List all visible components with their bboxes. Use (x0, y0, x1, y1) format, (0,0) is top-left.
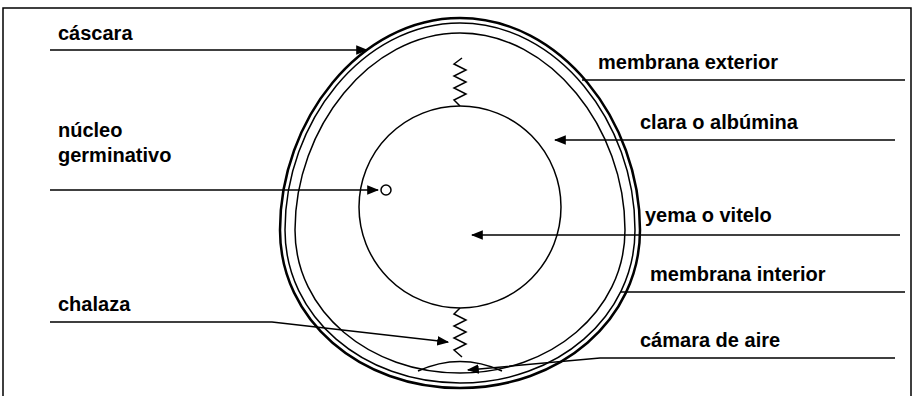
air-cell (418, 362, 502, 372)
part-label: núcleo germinativo (58, 118, 193, 168)
part-label: membrana exterior (598, 50, 778, 75)
part-label: clara o albúmina (640, 110, 798, 135)
leader-line (582, 79, 905, 81)
leader-line (468, 358, 895, 370)
part-label: yema o vitelo (645, 203, 772, 228)
leader-line (620, 291, 905, 293)
chalaza-top (454, 58, 466, 106)
leader-line (50, 49, 367, 51)
part-label: chalaza (58, 292, 130, 317)
inner-membrane (295, 33, 625, 373)
leader-line (50, 189, 378, 191)
frame (3, 8, 911, 396)
part-label: cámara de aire (640, 328, 780, 353)
leader-line (50, 322, 448, 342)
part-label: membrana interior (650, 262, 826, 287)
leader-line (555, 139, 895, 141)
shell-outer (280, 18, 640, 388)
part-label: cáscara (58, 21, 133, 46)
germinal-nucleus (381, 185, 391, 195)
yolk (359, 106, 561, 308)
chalaza-bottom (454, 308, 466, 357)
leader-line (472, 234, 900, 236)
